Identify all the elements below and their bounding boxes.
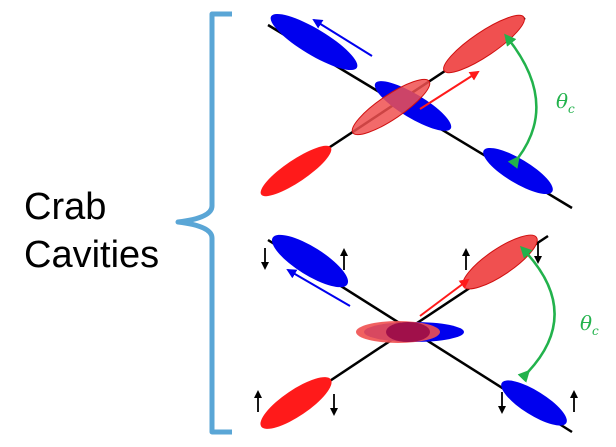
blue-bunch-bottom-left [271,234,349,288]
overlap-region-bottom [386,322,430,342]
blue-motion-arrow-top [312,18,373,57]
red-bunch-bottom-right [462,234,538,290]
red-motion-arrow-bottom [419,278,470,317]
red-bunch-bottom-left [260,377,332,429]
blue-bunch-top-left [270,13,358,71]
theta-label-top: θc [556,89,575,116]
blue-motion-arrow-bottom [286,268,351,307]
red-motion-arrow-top [419,70,480,110]
crossing-angle-arrow-top [504,33,538,169]
top-crossing-panel: θc [260,13,575,210]
cavities-label: Cavities [24,234,160,276]
red-bunch-top-right [443,14,525,74]
theta-label-bottom: θc [580,311,599,338]
crab-label: Crab [24,186,107,228]
curly-bracket [175,11,232,435]
red-bunch-top-center [351,78,431,136]
blue-bunch-top-right [483,147,553,195]
crossing-angle-arrow-bottom [517,245,556,383]
blue-bunch-bottom-right [501,380,567,426]
bottom-crossing-panel: θc [254,234,599,434]
red-bunch-top-left [260,145,332,197]
